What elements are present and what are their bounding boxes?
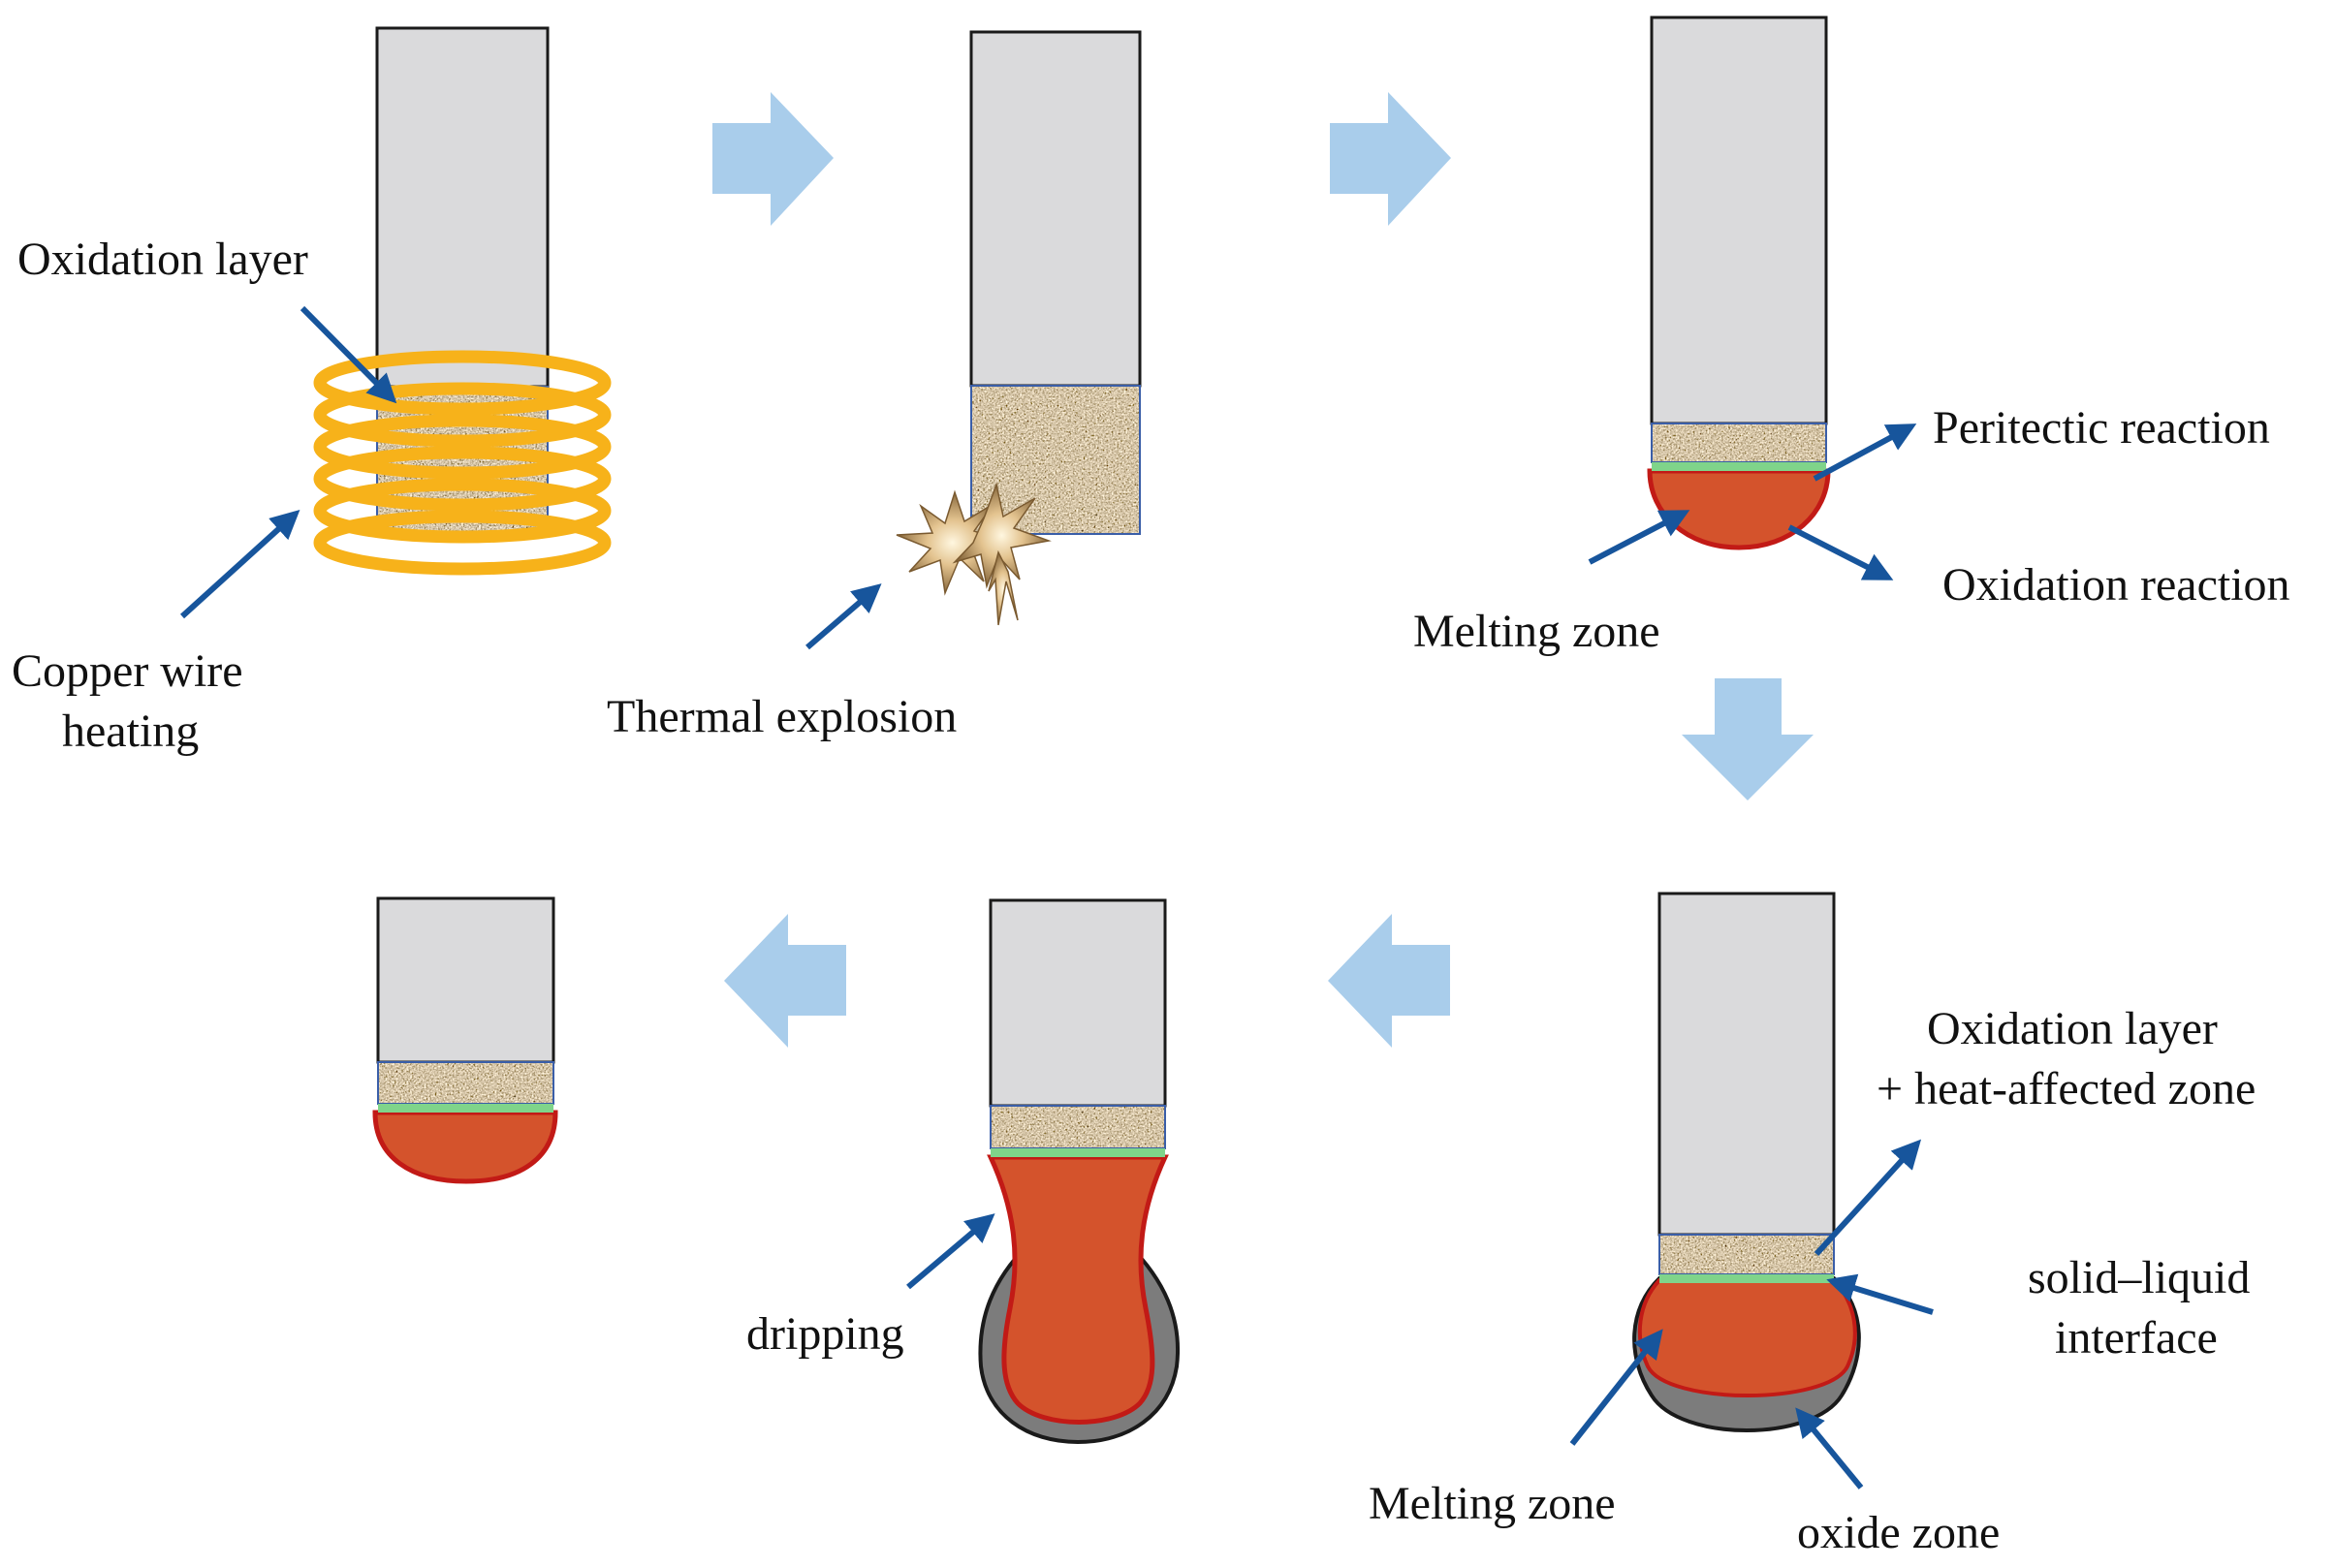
- pointer-arrow-solid-liquid: [1826, 1273, 1934, 1315]
- stage-3-melting: Peritectic reaction Oxidation reaction M…: [1413, 16, 2290, 657]
- rod: [376, 896, 555, 1064]
- label-heat-affected-zone: + heat-affected zone: [1877, 1063, 2256, 1114]
- copper-coil-icon: [313, 350, 612, 576]
- oxidation-layer: [990, 1105, 1166, 1149]
- rod: [1657, 892, 1836, 1237]
- pointer-arrow-oxidation-layer: [300, 305, 397, 404]
- stage-6-final: [372, 896, 558, 1184]
- interface-line: [1652, 462, 1826, 471]
- oxidation-layer: [970, 385, 1141, 535]
- melting-zone: [1647, 468, 1831, 550]
- melting-zone: [987, 1154, 1169, 1425]
- rod: [375, 26, 550, 389]
- pointer-arrow-haz: [1814, 1139, 1922, 1257]
- label-heating: heating: [62, 706, 199, 757]
- label-oxidation-reaction: Oxidation reaction: [1942, 559, 2290, 611]
- interface-line: [1659, 1274, 1834, 1283]
- block-arrow-icon: [1330, 92, 1451, 226]
- label-oxidation-layer: Oxidation layer: [17, 234, 308, 285]
- label-peritectic-reaction: Peritectic reaction: [1933, 402, 2270, 454]
- label-dripping: dripping: [746, 1308, 904, 1360]
- label-interface: interface: [2055, 1312, 2218, 1364]
- oxidation-layer: [377, 1061, 554, 1105]
- melting-zone: [372, 1110, 558, 1184]
- interface-line: [991, 1148, 1165, 1157]
- label-oxide-zone: oxide zone: [1797, 1507, 2000, 1558]
- block-arrow-icon: [1682, 678, 1814, 800]
- rod: [989, 898, 1167, 1108]
- pointer-arrow-explosion: [805, 583, 882, 650]
- pointer-arrow-dripping: [906, 1213, 995, 1290]
- pointer-arrow-melting-zone: [1569, 1329, 1663, 1446]
- pointer-arrow-oxidation-reaction: [1787, 524, 1894, 580]
- pointer-arrow-copper-wire: [179, 509, 300, 619]
- pointer-arrow-peritectic: [1813, 423, 1917, 482]
- rod: [969, 30, 1142, 388]
- label-oxidation-layer: Oxidation layer: [1927, 1003, 2218, 1054]
- stage-4-oxide-zone: Oxidation layer + heat-affected zone sol…: [1369, 892, 2256, 1558]
- block-arrow-icon: [724, 914, 846, 1048]
- stage-1-heating: Oxidation layer Copper wire heating: [12, 26, 612, 757]
- block-arrow-icon: [712, 92, 834, 226]
- rod: [1650, 16, 1828, 425]
- pointer-arrow-oxide-zone: [1795, 1407, 1864, 1490]
- label-melting-zone: Melting zone: [1369, 1478, 1616, 1529]
- block-arrow-icon: [1328, 914, 1450, 1048]
- interface-line: [378, 1104, 553, 1113]
- oxidation-layer: [1658, 1234, 1835, 1275]
- stage-2-explosion: Thermal explosion: [607, 30, 1142, 742]
- pointer-arrow-melting-zone: [1588, 510, 1690, 565]
- label-solid-liquid: solid–liquid: [2028, 1252, 2250, 1303]
- label-melting-zone: Melting zone: [1413, 606, 1660, 657]
- label-thermal-explosion: Thermal explosion: [607, 691, 957, 742]
- stage-5-dripping: dripping: [746, 898, 1180, 1445]
- oxidation-layer: [1651, 423, 1827, 463]
- label-copper-wire: Copper wire: [12, 645, 243, 697]
- melting-zone: [1637, 1278, 1857, 1397]
- spark-burst-icon: [896, 482, 1052, 626]
